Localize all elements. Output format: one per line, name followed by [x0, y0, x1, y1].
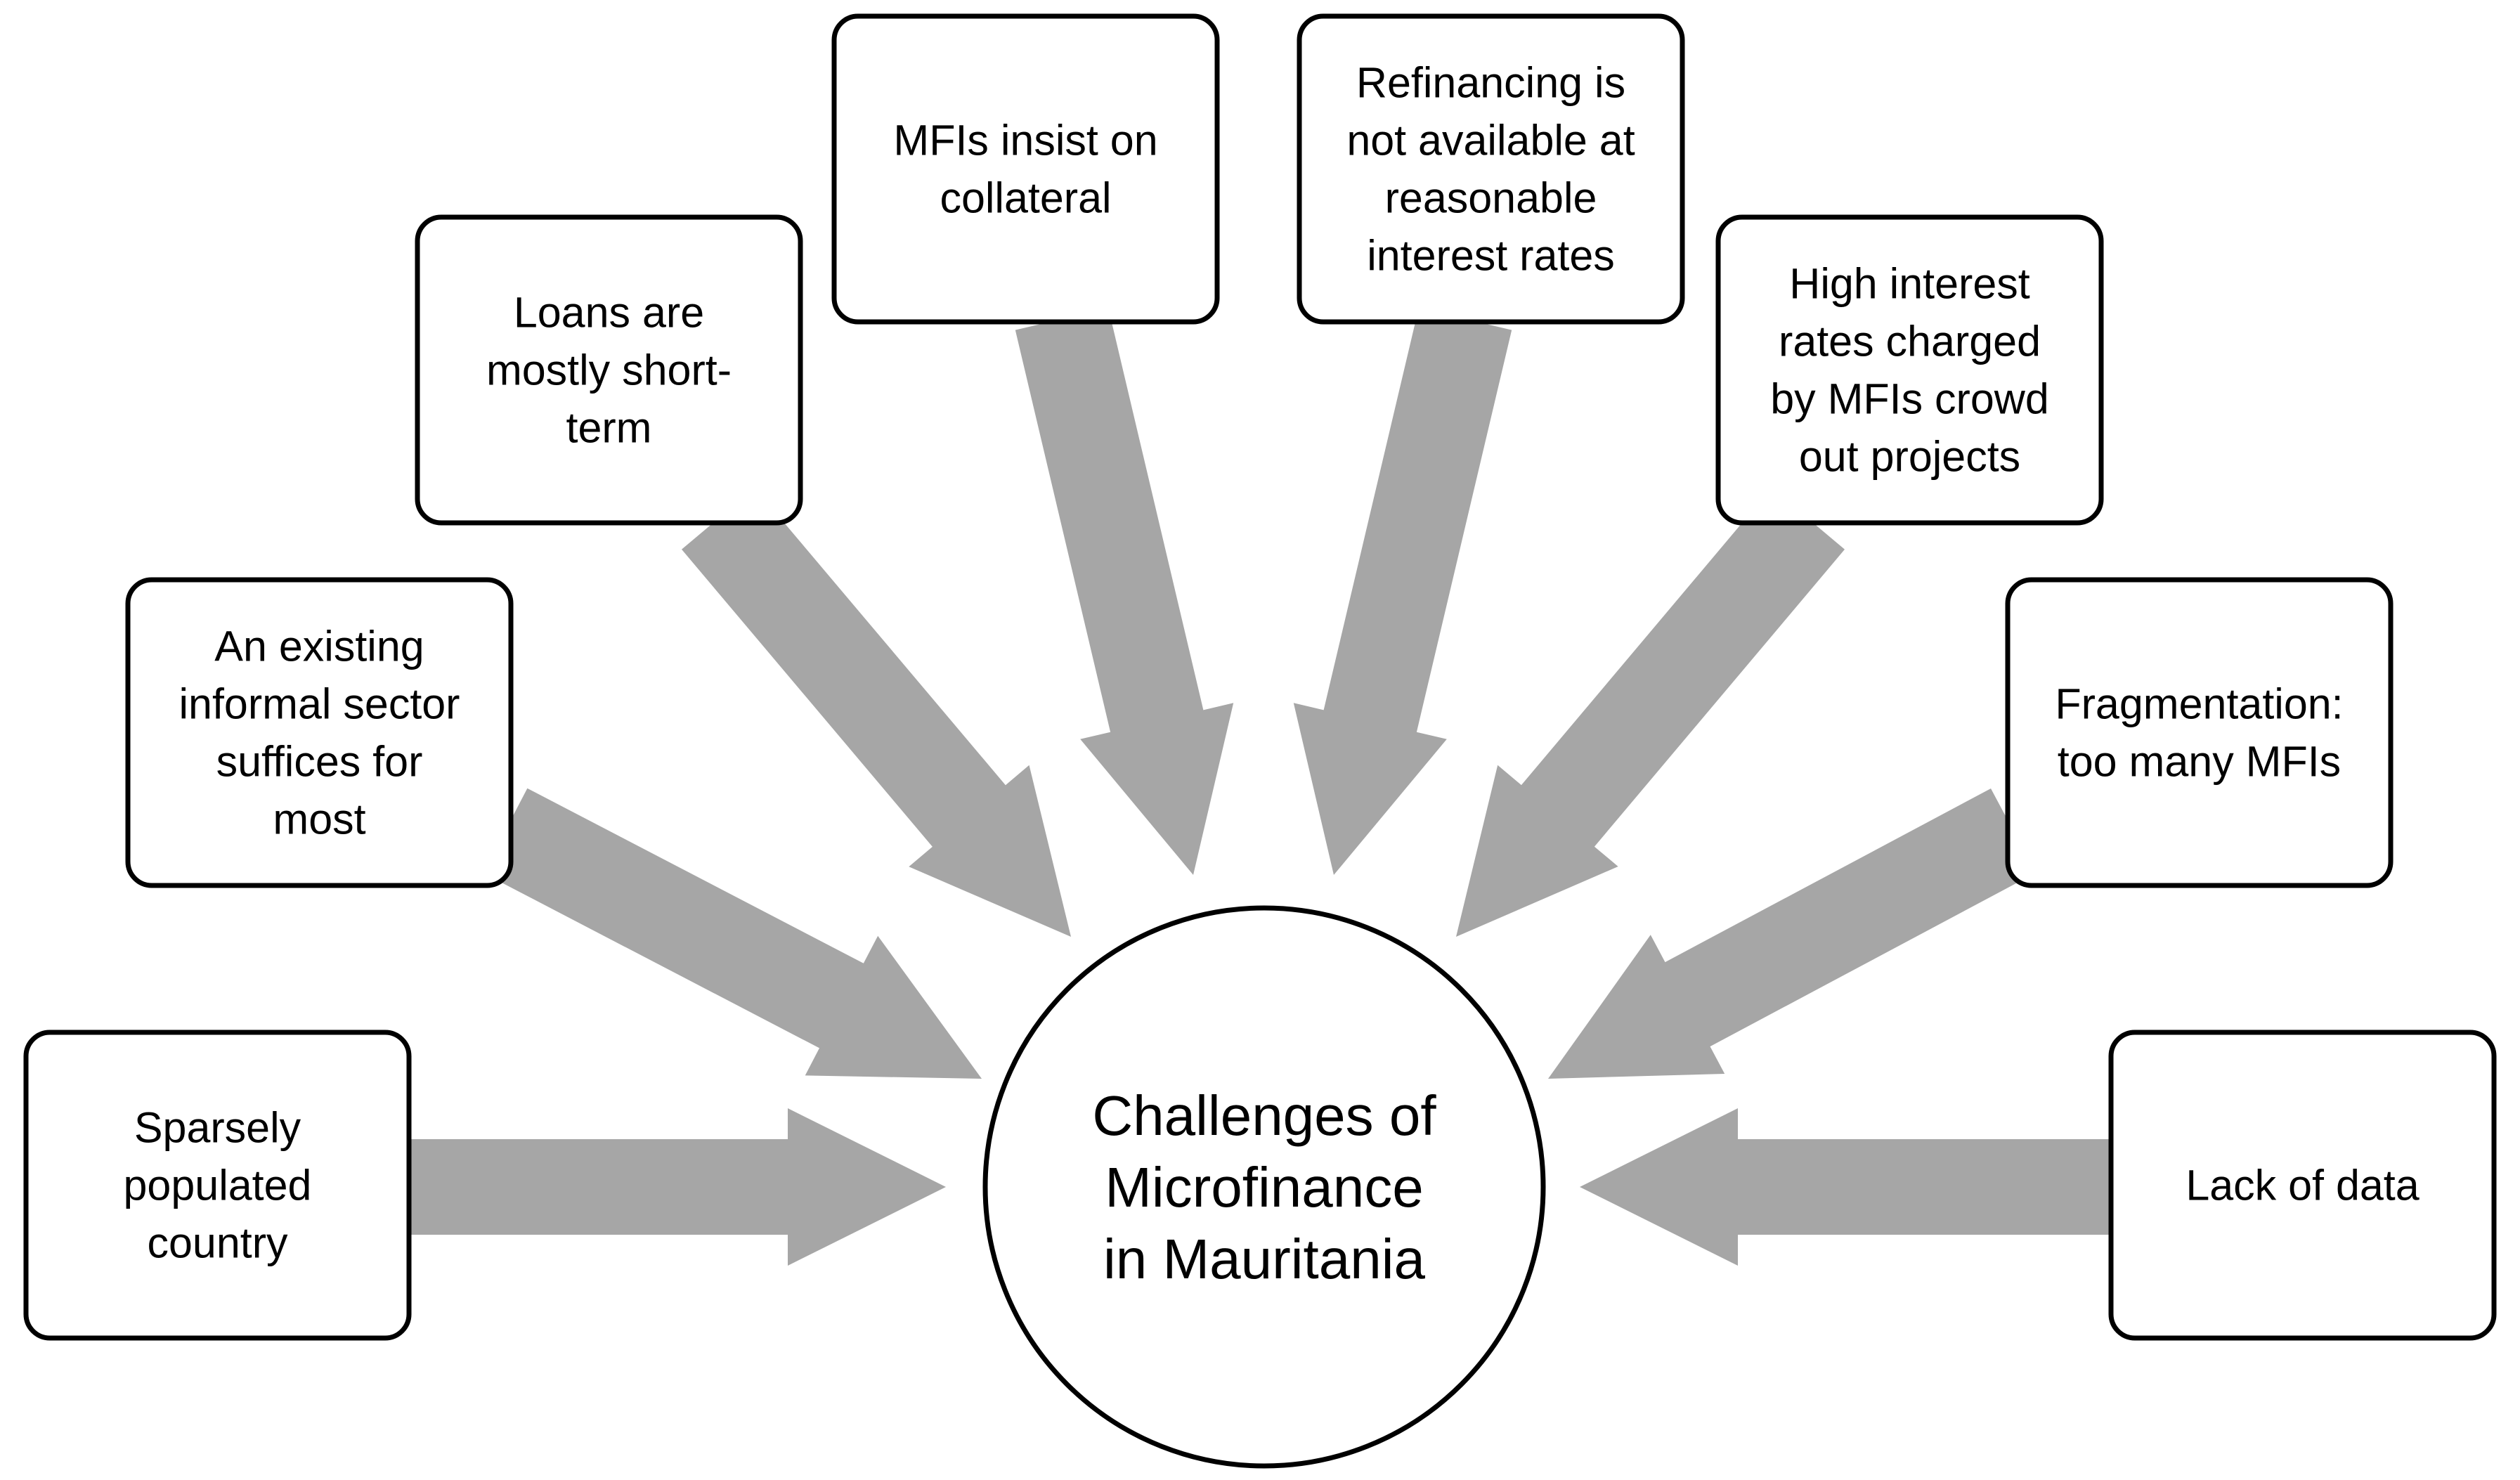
challenge-label-line: An existing [214, 623, 424, 670]
challenge-label: Refinancing is not available at reasonable… [1346, 59, 1635, 280]
challenge-label-line: most [273, 796, 365, 843]
challenge-label: An existing informal sector suffices for mo… [178, 623, 460, 843]
challenge-label-line: term [566, 404, 652, 452]
challenge-box-border [125, 577, 514, 888]
challenge-box-border [831, 13, 1220, 325]
challenge-box-short-term-loans: Loans are mostly short-term [415, 214, 803, 526]
arrow-informal-sector [483, 788, 982, 1079]
challenge-label-line: mostly short- [486, 346, 732, 394]
challenge-box-informal-sector: An existing informal sector suffices for mo… [125, 577, 514, 888]
challenge-label: High interest rates charged by MFIs crowd o… [1770, 260, 2049, 481]
challenge-box-fragmentation: Fragmentation: too many MFIs [2005, 577, 2394, 888]
challenge-label-line: suffices for [216, 738, 423, 786]
arrows-layer [411, 308, 2111, 1266]
arrow-refinancing [1293, 308, 1512, 875]
challenge-box-border [415, 214, 803, 526]
challenge-box-border [1715, 214, 2104, 526]
challenge-box-lack-of-data: Lack of data [2108, 1030, 2497, 1341]
challenge-label: MFIs insist on collateral [893, 117, 1157, 222]
challenge-box-border [2108, 1030, 2497, 1341]
challenge-box-high-interest: High interest rates charged by MFIs crowd o… [1715, 214, 2104, 526]
challenge-label-line: Fragmentation: [2055, 680, 2343, 728]
arrow-lack-of-data [1580, 1108, 2111, 1266]
challenge-label-line: MFIs insist on [893, 117, 1157, 164]
center-label-line: Microfinance [1105, 1156, 1424, 1219]
challenge-box-refinancing: Refinancing is not available at reasonable… [1297, 13, 1685, 325]
arrow-sparsely-populated [411, 1108, 946, 1266]
arrow-short-term-loans [682, 488, 1071, 937]
challenge-label-line: Sparsely [134, 1104, 301, 1152]
challenge-label-line: out projects [1799, 433, 2020, 481]
challenge-label-line: interest rates [1367, 232, 1615, 280]
center-label: Challenges of Microfinance in Mauritania [1092, 1084, 1436, 1290]
challenge-label-line: Refinancing is [1356, 59, 1625, 107]
challenge-label: Sparsely populated country [124, 1104, 312, 1267]
challenge-label-line: Loans are [514, 289, 704, 337]
challenge-label-line: rates charged [1779, 318, 2041, 365]
challenge-label-line: by MFIs crowd [1770, 375, 2049, 423]
challenge-box-border [23, 1030, 412, 1341]
challenge-box-border [2005, 577, 2394, 888]
challenge-label-line: High interest [1789, 260, 2029, 308]
arrow-high-interest [1456, 488, 1845, 937]
challenge-box-collateral: MFIs insist on collateral [831, 13, 1220, 325]
challenge-label: Loans are mostly short-term [486, 289, 732, 452]
challenge-box-sparsely-populated: Sparsely populated country [23, 1030, 412, 1341]
challenge-label-line: country [147, 1219, 288, 1267]
challenge-label-line: Lack of data [2185, 1162, 2419, 1209]
arrow-collateral [1015, 308, 1234, 875]
challenge-label-line: populated [124, 1162, 312, 1209]
challenge-label-line: too many MFIs [2058, 738, 2341, 786]
challenge-label: Lack of data [2185, 1162, 2419, 1209]
arrow-fragmentation [1548, 788, 2036, 1079]
center-label-line: in Mauritania [1103, 1228, 1426, 1290]
challenge-label: Fragmentation: too many MFIs [2055, 680, 2343, 786]
center-circle [982, 905, 1546, 1469]
challenge-label-line: reasonable [1385, 174, 1597, 222]
challenge-label-line: informal sector [178, 680, 460, 728]
center-label-line: Challenges of [1092, 1084, 1436, 1147]
challenge-label-line: not available at [1346, 117, 1635, 164]
challenge-box-border [1297, 13, 1685, 325]
boxes-layer: Sparsely populated country An existing infor… [23, 13, 2497, 1341]
center-node: Challenges of Microfinance in Mauritania [982, 905, 1546, 1469]
challenge-label-line: collateral [940, 174, 1111, 222]
